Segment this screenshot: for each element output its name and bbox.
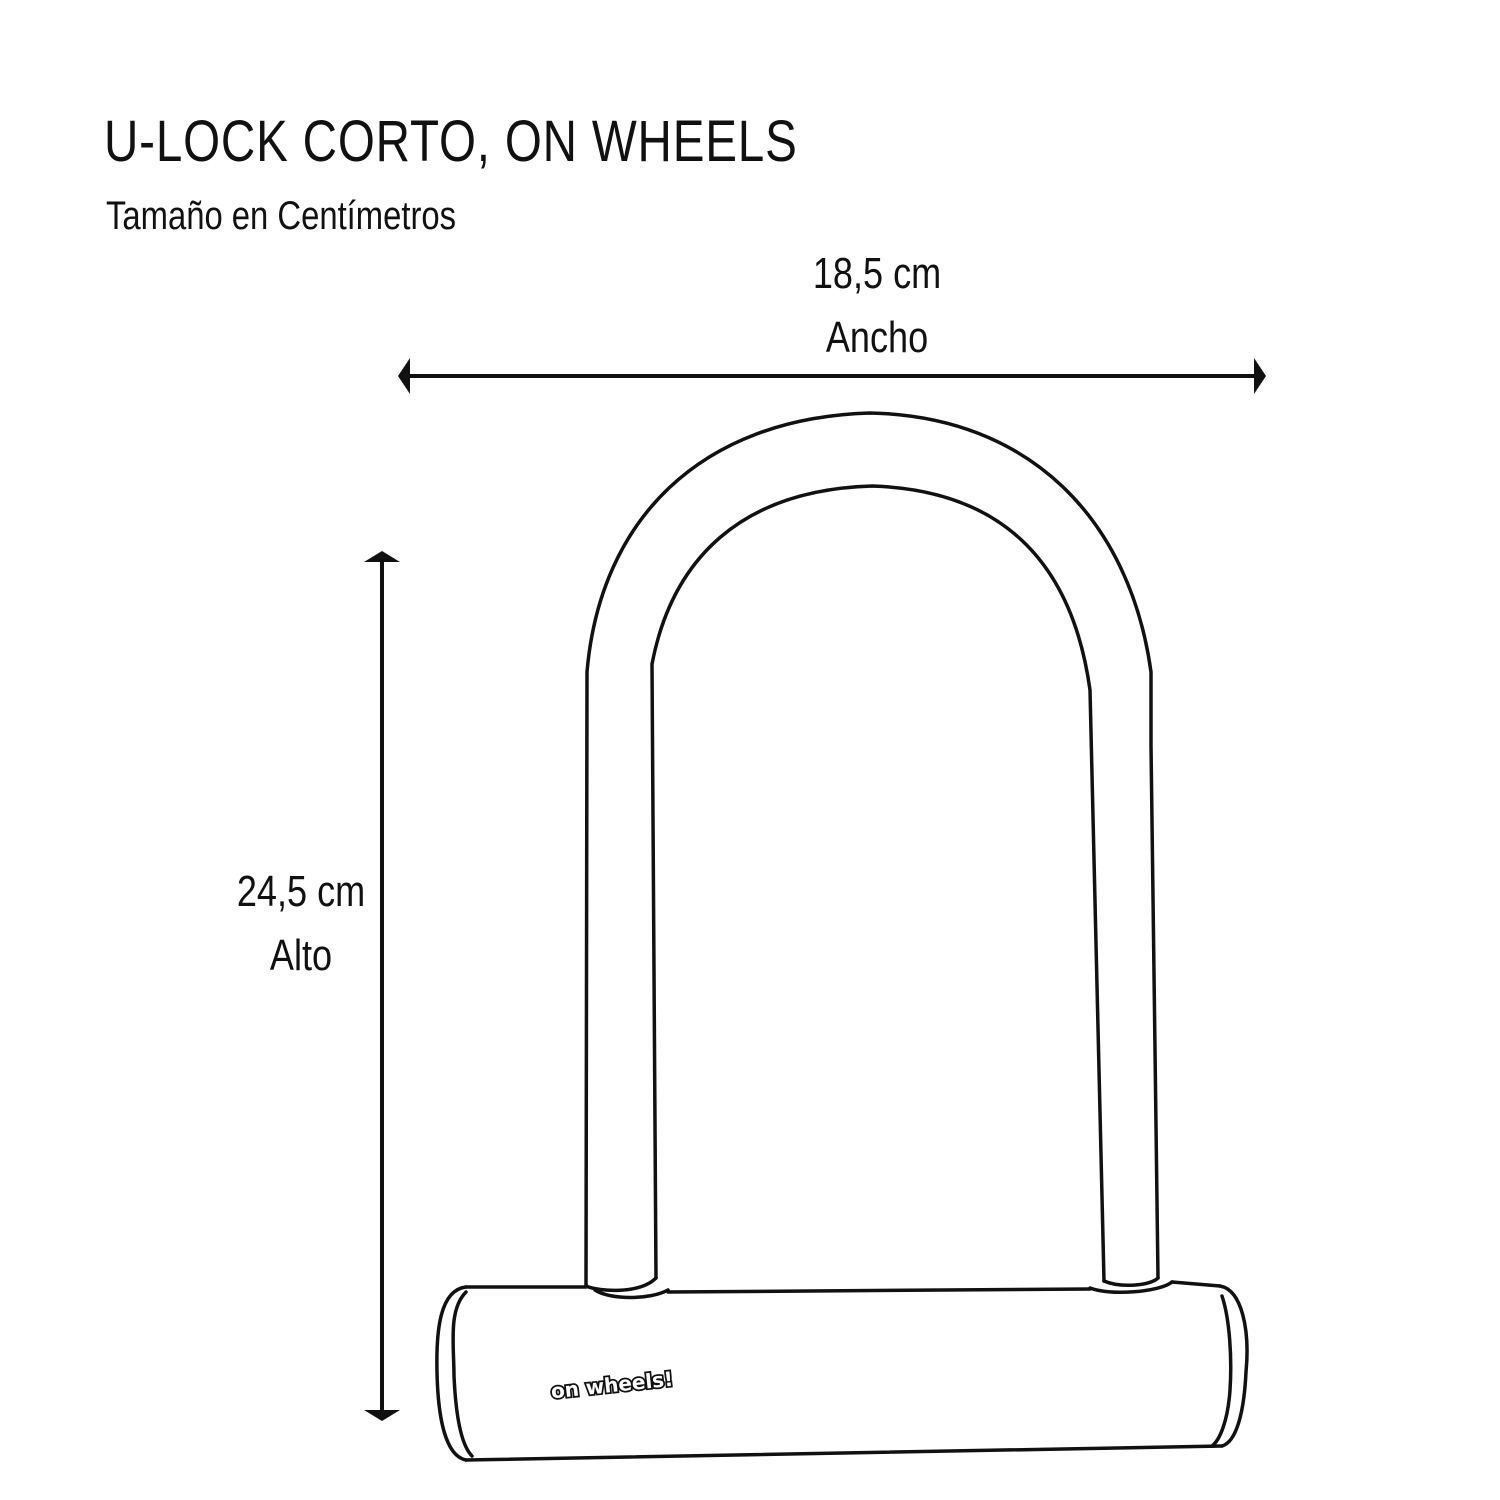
brand-logo: on wheels! — [548, 1365, 676, 1405]
height-arrow — [364, 551, 400, 1421]
height-caption: Alto — [269, 931, 333, 980]
width-dimension-label: 18,5 cm Ancho — [752, 242, 1002, 370]
height-dimension-label: 24,5 cm Alto — [176, 860, 426, 988]
width-caption: Ancho — [825, 313, 929, 362]
width-arrow — [398, 358, 1266, 394]
lock-crossbar — [435, 1280, 1249, 1462]
title: U-LOCK CORTO, ON WHEELS — [104, 109, 798, 174]
height-value: 24,5 cm — [236, 867, 366, 916]
brand-logo-text: on wheels! — [550, 1367, 675, 1404]
subtitle: Tamaño en Centímetros — [106, 194, 457, 238]
shackle — [584, 411, 1174, 1300]
width-value: 18,5 cm — [812, 249, 942, 298]
